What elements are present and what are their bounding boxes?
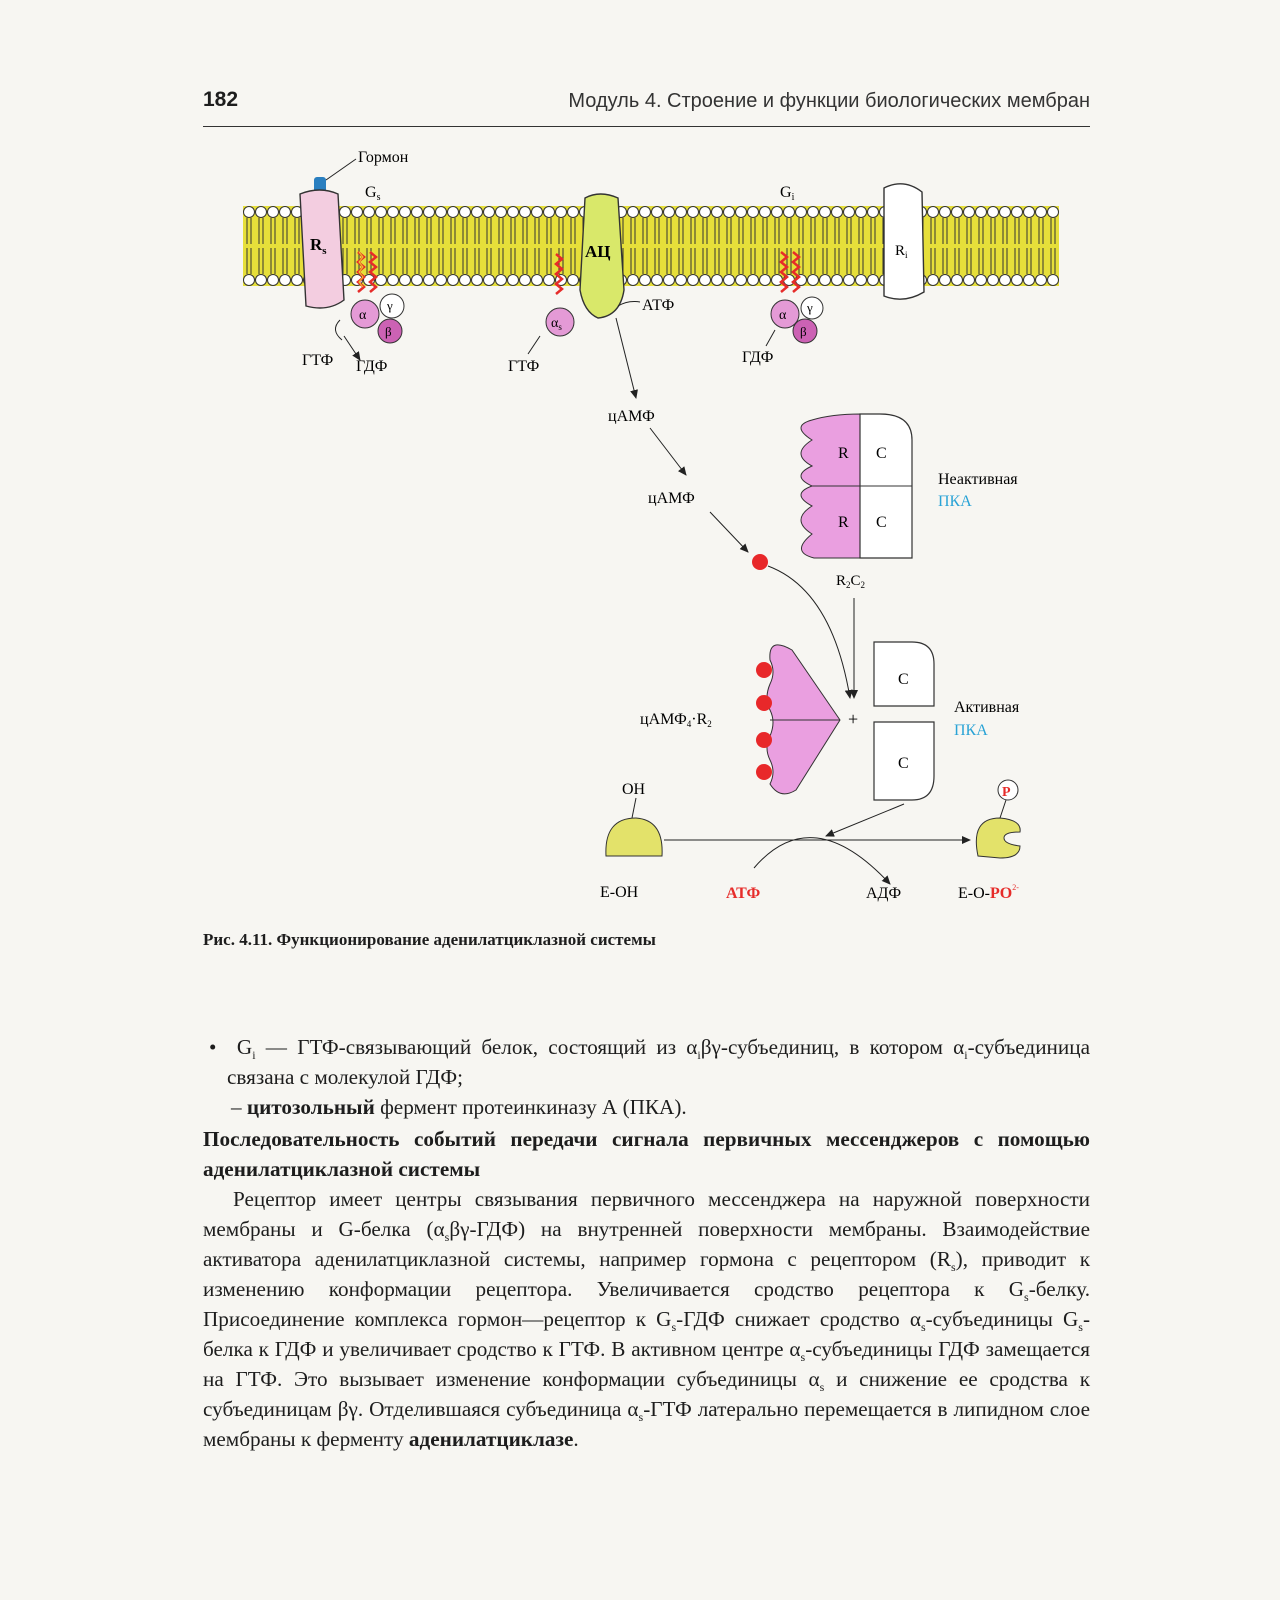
rs-label: Rs <box>310 235 327 257</box>
svg-text:αs: αs <box>551 316 562 332</box>
camp4-r2-complex <box>756 644 841 795</box>
camp4r2-label: цАМФ4·R2 <box>640 711 712 729</box>
receptor-rs <box>299 189 345 309</box>
camp-label-2: цАМФ <box>648 490 695 507</box>
lipid-anchors-gs <box>356 251 378 293</box>
gdp-label-1: ГДФ <box>356 358 387 375</box>
running-header: 182 Модуль 4. Строение и функции биологи… <box>203 86 1090 127</box>
pka-label-1: ПКА <box>938 493 972 510</box>
active-label: Активная <box>954 699 1020 716</box>
r2c2-label: R2C2 <box>836 573 865 590</box>
svg-text:α: α <box>779 308 787 323</box>
svg-text:β: β <box>385 324 392 339</box>
oh-label: OH <box>622 781 646 798</box>
svg-text:γ: γ <box>806 300 813 315</box>
gtp-label-1: ГТФ <box>302 352 333 369</box>
bullet-gi: • Gi — ГТФ-связывающий белок, состоящий … <box>209 1035 1090 1089</box>
phosphate-circle <box>997 779 1019 801</box>
svg-text:C: C <box>876 514 887 531</box>
inactive-label: Неактивная <box>938 471 1018 488</box>
page-number: 182 <box>203 88 239 111</box>
svg-text:β: β <box>800 324 807 339</box>
gs-gamma-subunit <box>379 293 405 319</box>
gi-gamma-subunit <box>800 296 824 320</box>
ac-label: АЦ <box>585 242 611 261</box>
eoh-label: E-OH <box>600 884 639 901</box>
eopo-label: E-O-PO2- <box>958 883 1019 902</box>
free-c-subunit-2 <box>873 721 935 801</box>
gi-protein: α γ β <box>770 296 824 344</box>
adp-label: АДФ <box>866 885 901 902</box>
lipid-bilayer <box>243 206 1059 286</box>
paragraph-1: Рецептор имеет центры связывания первичн… <box>203 1187 1091 1451</box>
alpha-s-subunit <box>545 307 575 337</box>
camp-dot <box>752 554 768 570</box>
ri-label: Ri <box>895 243 908 260</box>
pka-label-2: ПКА <box>954 722 988 739</box>
body-text: • Gi — ГТФ-связывающий белок, состоящий … <box>203 1032 1090 1454</box>
gs-alpha-subunit <box>350 299 380 329</box>
atp-top-label: АТФ <box>642 297 674 314</box>
gs-protein: α γ β <box>350 293 405 344</box>
enzyme-unphosphorylated <box>605 817 663 857</box>
gs-beta-subunit <box>377 318 403 344</box>
lipid-anchors-gi <box>779 251 801 293</box>
plus-sign: + <box>848 709 858 729</box>
free-c-subunit-1 <box>873 641 935 707</box>
inactive-pka: R R C C <box>800 413 913 559</box>
gi-beta-subunit <box>792 318 818 344</box>
lipid-anchors-ac <box>554 253 564 295</box>
svg-text:α: α <box>359 308 367 323</box>
svg-text:γ: γ <box>386 298 393 313</box>
gs-label: Gs <box>365 184 381 203</box>
svg-text:R: R <box>838 514 849 531</box>
svg-text:C: C <box>876 445 887 462</box>
enzyme-phosphorylated <box>975 817 1021 859</box>
hormone-label: Гормон <box>358 149 409 166</box>
receptor-ri <box>883 183 925 300</box>
running-title: Модуль 4. Строение и функции биологическ… <box>568 90 1090 112</box>
figure-caption: Рис. 4.11. Функционирование аденилатцикл… <box>203 930 656 949</box>
dash-pka: – цитозольный фермент протеинкиназу А (П… <box>231 1095 687 1119</box>
svg-text:R: R <box>838 445 849 462</box>
gtp-label-2: ГТФ <box>508 358 539 375</box>
adenylate-cyclase-figure: Гормон Rs Gs α γ β ГТФ ГДФ АЦ αs ГТФ АТФ… <box>243 149 1059 902</box>
svg-text:C: C <box>898 755 909 772</box>
camp-label-1: цАМФ <box>608 408 655 425</box>
svg-text:C: C <box>898 671 909 688</box>
gi-alpha-subunit <box>770 299 800 329</box>
gdp-label-2: ГДФ <box>742 349 773 366</box>
svg-text:P: P <box>1002 785 1011 800</box>
gi-label: Gi <box>780 184 795 203</box>
atp-bottom-label: АТФ <box>726 885 760 902</box>
section-heading: Последовательность событий передачи сигн… <box>203 1127 1090 1181</box>
adenylate-cyclase <box>579 193 625 319</box>
